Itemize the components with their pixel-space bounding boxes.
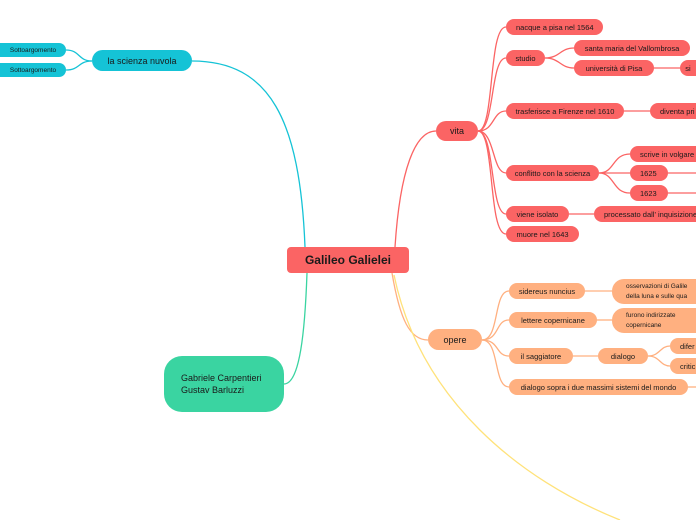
link-center-opere bbox=[391, 272, 429, 341]
node-studio-pisa[interactable]: università di Pisa bbox=[574, 60, 654, 76]
node-studio-pisa-child[interactable]: si bbox=[680, 60, 696, 76]
node-firenze-child[interactable]: diventa pri bbox=[650, 103, 696, 119]
branch-opere[interactable]: opere bbox=[428, 329, 482, 350]
node-isolato[interactable]: viene isolato bbox=[506, 206, 569, 222]
center-topic[interactable]: Galileo Galielei bbox=[287, 247, 409, 273]
node-conflitto-volgare[interactable]: scrive in volgare bbox=[630, 146, 696, 162]
node-studio[interactable]: studio bbox=[506, 50, 545, 66]
node-studio-vallombrosa[interactable]: santa maria del Vallombrosa bbox=[574, 40, 690, 56]
branch-scienza-nuvola[interactable]: la scienza nuvola bbox=[92, 50, 192, 71]
link-center-authors bbox=[283, 272, 308, 385]
author-1: Gabriele Carpentieri bbox=[181, 373, 262, 383]
node-saggiatore-critic[interactable]: critic bbox=[670, 358, 696, 374]
authors-node[interactable]: Gabriele Carpentieri Gustav Barluzzi bbox=[164, 356, 284, 412]
node-saggiatore-difer[interactable]: difer bbox=[670, 338, 696, 354]
node-dialogo-sistemi[interactable]: dialogo sopra i due massimi sistemi del … bbox=[509, 379, 688, 395]
node-firenze[interactable]: trasferisce a Firenze nel 1610 bbox=[506, 103, 624, 119]
node-sidereus-child[interactable]: osservazioni di Galile della luna e sull… bbox=[612, 279, 696, 304]
node-saggiatore-dialogo[interactable]: dialogo bbox=[598, 348, 648, 364]
link-center-vita bbox=[394, 130, 437, 248]
node-lettere[interactable]: lettere copernicane bbox=[509, 312, 597, 328]
node-nascita[interactable]: nacque a pisa nel 1564 bbox=[506, 19, 603, 35]
node-isolato-child[interactable]: processato dall' inquisizione bbox=[594, 206, 696, 222]
node-sottoargomento-1[interactable]: Sottoargomento bbox=[0, 43, 66, 57]
link-center-extra bbox=[393, 274, 621, 520]
node-morte[interactable]: muore nel 1643 bbox=[506, 226, 579, 242]
node-sidereus[interactable]: sidereus nuncius bbox=[509, 283, 585, 299]
node-lettere-child[interactable]: furono indirizzate copernicane bbox=[612, 308, 696, 333]
link-center-scienza bbox=[191, 60, 306, 248]
node-conflitto-1623[interactable]: 1623 bbox=[630, 185, 668, 201]
node-conflitto[interactable]: conflitto con la scienza bbox=[506, 165, 599, 181]
branch-vita[interactable]: vita bbox=[436, 121, 478, 141]
node-saggiatore[interactable]: il saggiatore bbox=[509, 348, 573, 364]
node-sottoargomento-2[interactable]: Sottoargomento bbox=[0, 63, 66, 77]
author-2: Gustav Barluzzi bbox=[181, 385, 245, 395]
node-conflitto-1625[interactable]: 1625 bbox=[630, 165, 668, 181]
